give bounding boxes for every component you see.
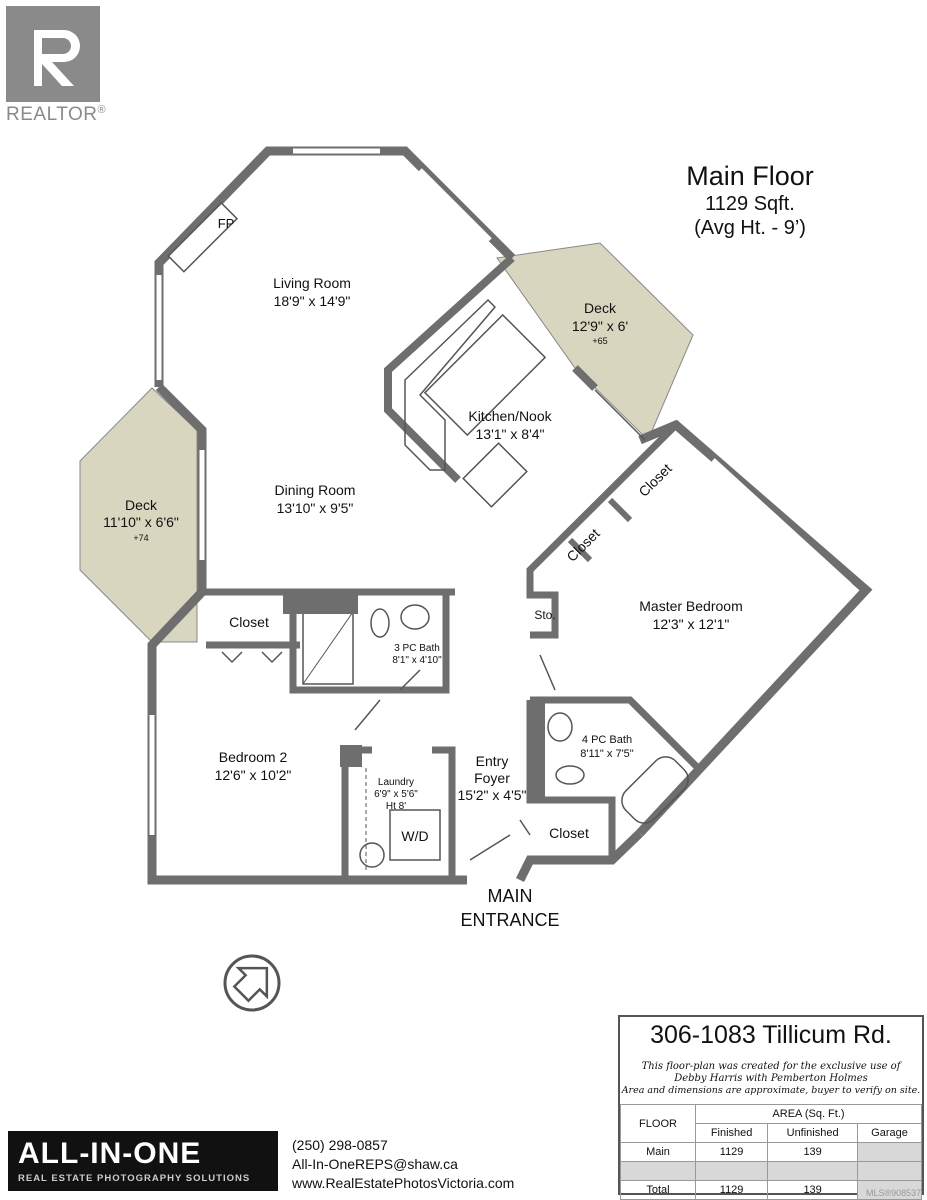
entry-line1: Entry [476,753,509,769]
contact-info: (250) 298-0857 All-In-OneREPS@shaw.ca ww… [292,1136,514,1193]
bath3-sink [400,604,430,630]
fireplace-label: FP [218,216,235,231]
property-address: 306-1083 Tillicum Rd. [650,1021,892,1049]
realtor-wordmark: REALTOR® [6,104,107,125]
bedroom2-dims: 12'6" x 10'2" [215,767,292,783]
mls-number: MLS®908537 [866,1188,922,1198]
master-name: Master Bedroom [639,598,742,614]
deck-top-shape [496,242,694,441]
master-closet-walls [526,422,679,639]
main-entrance-label: MAIN ENTRANCE [430,884,590,932]
floor-header: FLOOR [620,1104,696,1143]
area-header: AREA (Sq. Ft.) [695,1104,922,1124]
washer-dryer-label: W/D [401,828,428,844]
kitchen-dims: 13'1" x 8'4" [476,426,545,442]
bath3-name: 3 PC Bath [394,643,440,654]
kitchen-wall-right [572,365,598,391]
table-row [620,1161,922,1181]
cell-garage [857,1180,922,1200]
floor-avg-height: (Avg Ht. - 9’) [694,217,806,239]
contact-email: All-In-OneREPS@shaw.ca [292,1156,458,1172]
laundry-name: Laundry [378,777,414,788]
master-dims: 12'3" x 12'1" [653,616,730,632]
bath3-toilet [370,608,390,638]
disclaimer-note: This floor-plan was created for the excl… [620,1061,922,1097]
cell-unfinished: 139 [767,1142,859,1162]
closet-master1-label: Closet [635,460,674,499]
finished-header: Finished [694,1123,769,1143]
floor-title: Main Floor [686,161,814,191]
laundry-dims: 6'9" x 5'6" [374,789,418,800]
cell-finished: 1129 [694,1180,769,1200]
kitchen-fridge [462,442,528,508]
kitchen-counter [404,298,497,471]
kitchen-name: Kitchen/Nook [468,408,552,424]
garage-header: Garage [857,1123,922,1143]
bath4-name: 4 PC Bath [582,734,632,746]
cell-garage [857,1161,922,1181]
bath3-walls [289,592,450,694]
entrance-line2: ENTRANCE [460,910,560,930]
washer-dryer-box [389,809,441,861]
note-line3: Area and dimensions are approximate, buy… [621,1085,921,1096]
kitchen-island [423,313,547,437]
closet-entry-label: Closet [549,825,589,841]
cell-unfinished [767,1161,859,1181]
cell-garage [857,1142,922,1162]
table-row: Total 1129 139 [620,1180,922,1200]
floor-area: 1129 Sqft. [705,193,795,215]
laundry-height: Ht 8' [386,801,406,812]
note-line1: This floor-plan was created for the excl… [641,1061,901,1072]
deck-top-name: Deck [584,300,617,316]
deck-left-sub: +74 [133,533,148,543]
living-room-name: Living Room [273,275,351,291]
deck-left-name: Deck [125,497,158,513]
cell-floor: Main [620,1142,696,1162]
bathtub [621,756,689,824]
company-name: ALL-IN-ONE [18,1137,202,1170]
storage-label: Sto. [534,608,555,622]
cell-floor: Total [620,1180,696,1200]
laundry-walls [341,746,372,880]
entrance-line1: MAIN [487,886,533,906]
bath4-sink [547,712,573,742]
contact-website: www.RealEstatePhotosVictoria.com [292,1175,515,1191]
bath3-dims: 8'1" x 4'10" [392,655,442,666]
cell-finished [694,1161,769,1181]
north-arrow [223,954,281,1012]
bath4-toilet [555,765,585,785]
entry-dims: 15'2" x 4'5" [458,787,527,803]
deck-left-dims: 11'10" x 6'6" [103,514,179,530]
bedroom2-name: Bedroom 2 [219,749,288,765]
company-logo: ALL-IN-ONE REAL ESTATE PHOTOGRAPHY SOLUT… [8,1131,278,1191]
company-tagline: REAL ESTATE PHOTOGRAPHY SOLUTIONS [18,1173,251,1184]
laundry-drain [359,842,385,868]
area-table: FLOOR AREA (Sq. Ft.) Finished Unfinished… [620,1104,922,1200]
property-info-box: 306-1083 Tillicum Rd. This floor-plan wa… [618,1015,924,1200]
kitchen-wall [384,255,515,483]
outer-wall-master [636,419,873,837]
note-line2: Debby Harris with Pemberton Holmes [674,1073,868,1084]
closet-left-label: Closet [229,614,269,630]
floor-title-block: Main Floor 1129 Sqft. (Avg Ht. - 9’) [650,160,850,240]
unfinished-header: Unfinished [767,1123,859,1143]
outer-wall-living [154,146,516,387]
entry-line2: Foyer [474,770,510,786]
fireplace-shape [167,201,239,273]
contact-phone: (250) 298-0857 [292,1137,388,1153]
bath4-dims: 8'11" x 7'5" [580,748,633,760]
realtor-logo [6,6,100,102]
deck-top-dims: 12'9" x 6' [572,318,628,334]
table-row: Main 1129 139 [620,1142,922,1162]
cell-unfinished: 139 [767,1180,859,1200]
cell-floor [620,1161,696,1181]
living-room-dims: 18'9" x 14'9" [274,293,351,309]
cell-finished: 1129 [694,1142,769,1162]
outer-wall-entry-right [515,829,644,883]
dining-room-name: Dining Room [275,482,356,498]
deck-top-sub: +65 [592,336,607,346]
dining-room-dims: 13'10" x 9'5" [277,500,354,516]
